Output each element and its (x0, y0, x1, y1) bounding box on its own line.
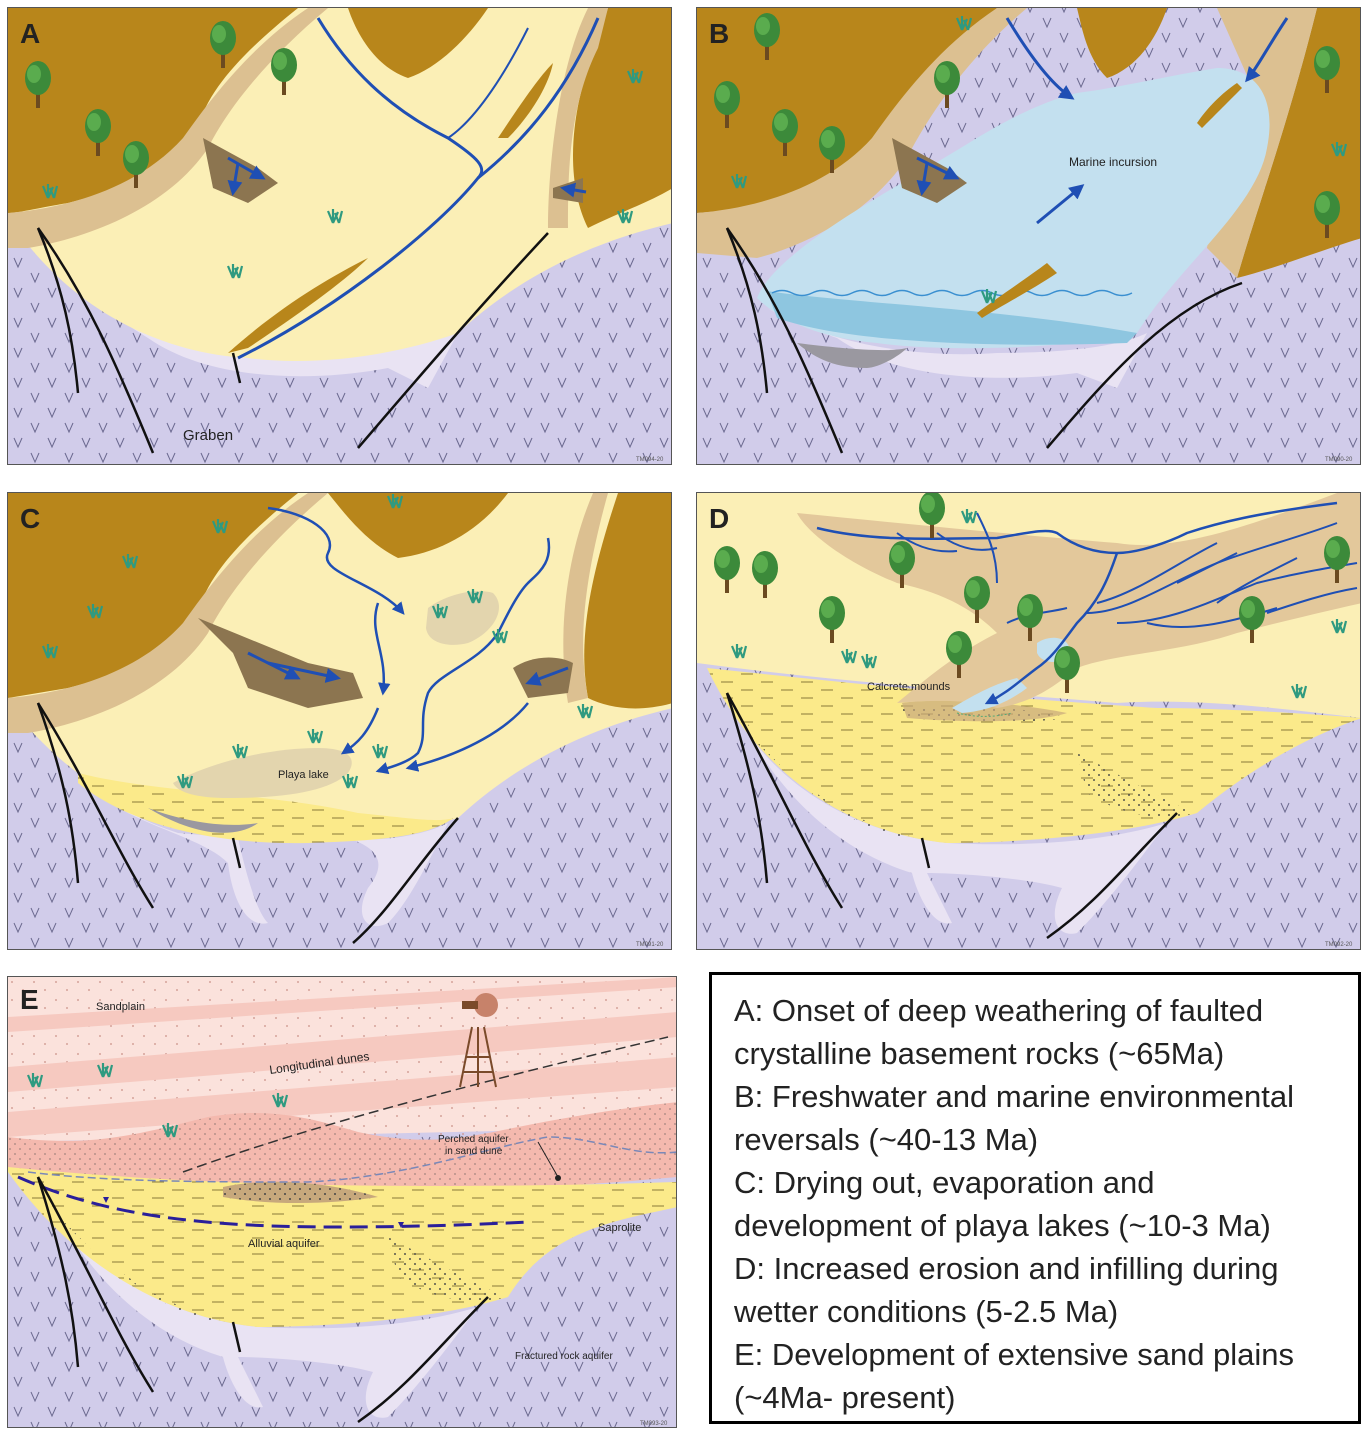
caption-line: C: Drying out, evaporation and (734, 1161, 1340, 1204)
fractured-rock-aquifer-label: Fractured rock aquifer (515, 1351, 613, 1362)
caption-line: wetter conditions (5-2.5 Ma) (734, 1290, 1340, 1333)
panel-code: TM090-20 (1325, 457, 1353, 463)
marine-incursion-label: Marine incursion (1069, 155, 1157, 169)
caption-line: A: Onset of deep weathering of faulted (734, 989, 1340, 1032)
caption-line: reversals (~40-13 Ma) (734, 1118, 1340, 1161)
panel-code: TM091-20 (636, 942, 664, 948)
panel-letter: B (709, 18, 729, 49)
caption-line: D: Increased erosion and infilling durin… (734, 1247, 1340, 1290)
panel-code: TM092-20 (1325, 942, 1353, 948)
panel-letter: E (20, 984, 39, 1015)
playa-lake-label: Playa lake (278, 769, 329, 781)
panel-d: D Calcrete mounds TM092-20 (696, 492, 1361, 950)
caption-line: B: Freshwater and marine environmental (734, 1075, 1340, 1118)
perched-aquifer-label-2: in sand dune (445, 1146, 503, 1157)
panel-letter: C (20, 503, 40, 534)
graben-label: Graben (183, 427, 233, 444)
panel-c: C Playa lake TM091-20 (7, 492, 672, 950)
caption-line: development of playa lakes (~10-3 Ma) (734, 1204, 1340, 1247)
panel-b: B Marine incursion TM090-20 (696, 7, 1361, 465)
caption-line: E: Development of extensive sand plains (734, 1333, 1340, 1376)
caption-box: A: Onset of deep weathering of faulted c… (709, 972, 1361, 1424)
caption-line: crystalline basement rocks (~65Ma) (734, 1032, 1340, 1075)
panel-code: TM093-20 (640, 1421, 668, 1427)
panel-a: A Graben TM094-20 (7, 7, 672, 465)
sandplain-label: Sandplain (96, 1001, 145, 1013)
panel-e: E Sandplain Longitudinal dunes Perched a… (7, 976, 677, 1428)
calcrete-mounds-label: Calcrete mounds (867, 681, 951, 693)
panel-letter: A (20, 18, 40, 49)
caption-line: (~4Ma- present) (734, 1376, 1340, 1419)
panel-letter: D (709, 503, 729, 534)
perched-aquifer-label: Perched aquifer (438, 1134, 509, 1145)
panel-code: TM094-20 (636, 457, 664, 463)
alluvial-aquifer-label: Alluvial aquifer (248, 1238, 320, 1250)
saprolite-label: Saprolite (598, 1222, 641, 1234)
